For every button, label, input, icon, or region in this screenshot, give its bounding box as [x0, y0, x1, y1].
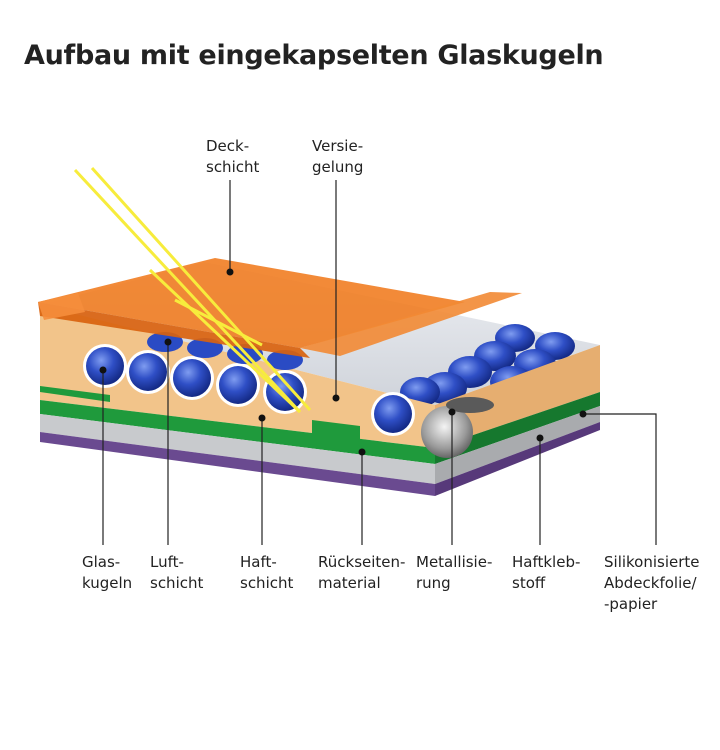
metallised-bead — [421, 397, 494, 458]
label-rueckseitenmaterial: Rückseiten-material — [318, 553, 406, 592]
leader-lines — [102, 180, 657, 545]
leader-dots — [99, 268, 587, 456]
label-metallisierung: Metallisie-rung — [416, 553, 493, 592]
label-versiegelung: Versie-gelung — [312, 137, 364, 176]
page-title: Aufbau mit eingekapselten Glaskugeln — [24, 40, 604, 71]
front-glass-beads — [83, 332, 415, 436]
label-haftklebstoff: Haftkleb-stoff — [512, 553, 581, 592]
label-luftschicht: Luft-schicht — [150, 553, 204, 592]
orange-cover-layer — [38, 258, 522, 358]
label-glaskugeln: Glas-kugeln — [82, 553, 133, 592]
light-rays — [73, 166, 312, 414]
layer-stack-side — [435, 345, 600, 496]
label-haftschicht: Haft-schicht — [240, 553, 294, 592]
label-deckschicht: Deck-schicht — [206, 137, 260, 176]
